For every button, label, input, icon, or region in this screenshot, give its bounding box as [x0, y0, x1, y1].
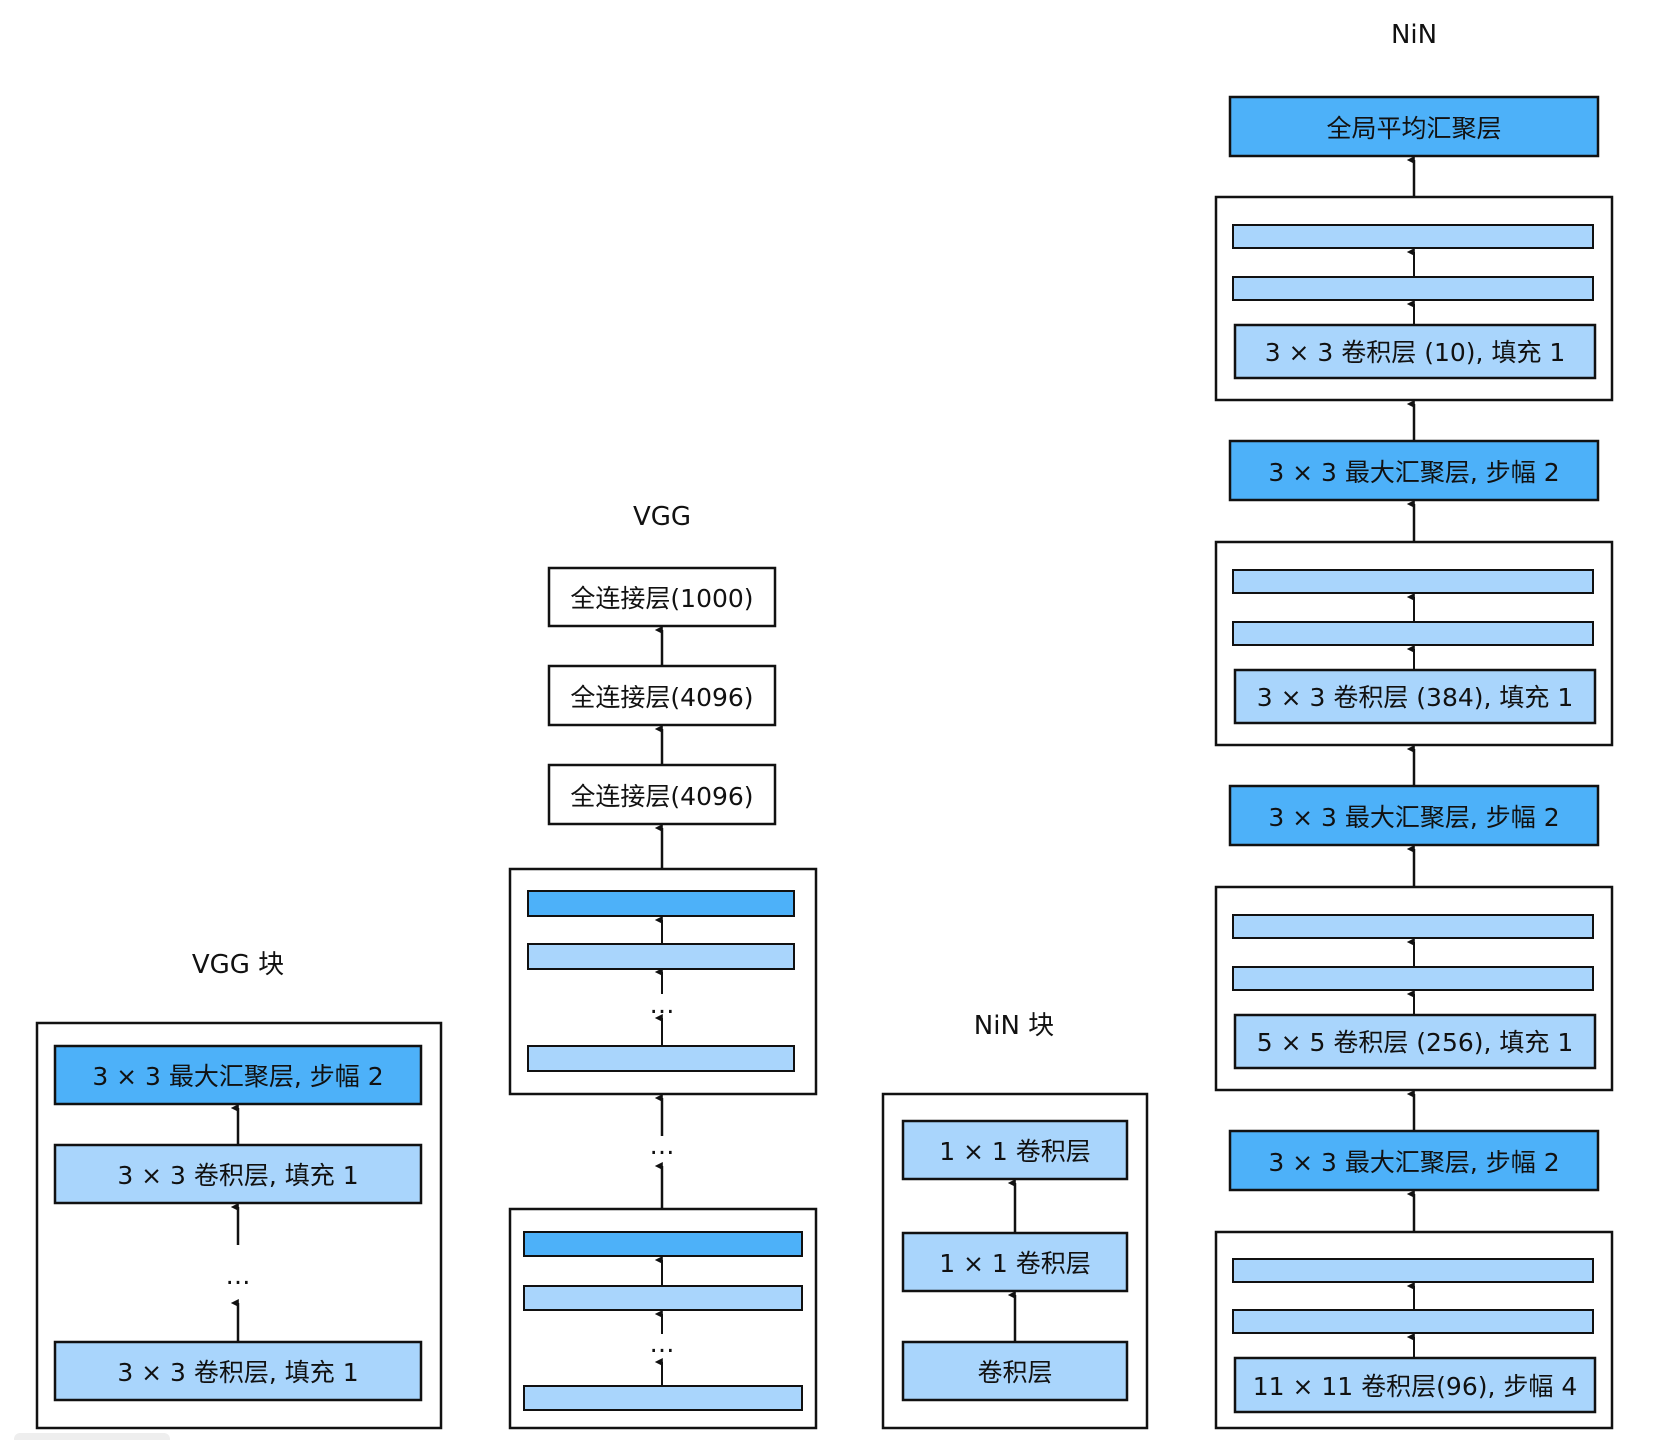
nin-block-1-conv1x1-mid	[1232, 1309, 1594, 1334]
nin-block-3-conv	[1233, 668, 1597, 725]
nin-maxpool-layer-c	[1228, 1129, 1600, 1192]
nin-block-conv1x1-label-top: 1 × 1 卷积层	[939, 1137, 1091, 1166]
nin-gap-layer	[1228, 95, 1600, 158]
vgg-block-title: VGG 块	[192, 950, 284, 980]
vgg-block-top-maxpool	[527, 890, 795, 917]
vgg-fc-4096-layer-a	[547, 664, 777, 727]
nin-block-1-conv	[1233, 1356, 1597, 1414]
vgg-title: VGG	[633, 502, 691, 532]
nin-block-3-conv1x1-mid	[1232, 621, 1594, 646]
nin-maxpool-label-a: 3 × 3 最大汇聚层, 步幅 2	[1268, 458, 1559, 487]
nin-block-2-conv1x1-top	[1232, 914, 1594, 939]
vgg-block-maxpool-layer	[53, 1044, 423, 1106]
nin-block-4-conv	[1233, 323, 1597, 380]
nin-maxpool-label-c: 3 × 3 最大汇聚层, 步幅 2	[1268, 1148, 1559, 1177]
nin-block-2-conv1x1-mid	[1232, 966, 1594, 991]
vgg-fc-4096-label-b: 全连接层(4096)	[570, 782, 753, 811]
nin-block-conv1x1-layer-top	[901, 1119, 1129, 1181]
vgg-ellipsis: …	[650, 1131, 675, 1160]
nin-block-conv1x1-layer-mid	[901, 1231, 1129, 1293]
nin-block-conv1x1-label-mid: 1 × 1 卷积层	[939, 1249, 1091, 1278]
nin-title: NiN	[1391, 20, 1437, 50]
vgg-block-bottom-conv	[523, 1285, 803, 1311]
bottom-tab-stub	[14, 1433, 170, 1440]
vgg-diagram: VGG 全连接层(1000) 全连接层(4096) 全连接层(4096) … ……	[508, 502, 818, 1430]
nin-conv-256-label: 5 × 5 卷积层 (256), 填充 1	[1257, 1028, 1574, 1057]
nin-block-2-conv	[1233, 1013, 1597, 1070]
nin-maxpool-label-b: 3 × 3 最大汇聚层, 步幅 2	[1268, 803, 1559, 832]
nin-block-3-conv1x1-top	[1232, 569, 1594, 594]
nin-block-conv-label: 卷积层	[977, 1358, 1052, 1387]
vgg-block-top-ellipsis: …	[650, 990, 675, 1019]
nin-block-4-conv1x1-top	[1232, 224, 1594, 249]
vgg-block-top-conv-bottom	[527, 1045, 795, 1072]
nin-gap-label: 全局平均汇聚层	[1326, 114, 1501, 143]
nin-block-diagram: NiN 块 1 × 1 卷积层 1 × 1 卷积层 卷积层	[881, 1011, 1149, 1430]
nin-conv-384-label: 3 × 3 卷积层 (384), 填充 1	[1257, 683, 1574, 712]
vgg-block-conv-label-bottom: 3 × 3 卷积层, 填充 1	[117, 1358, 358, 1387]
nin-block-1-conv1x1-top	[1232, 1258, 1594, 1283]
nin-block-4-conv1x1-mid	[1232, 276, 1594, 301]
vgg-block-maxpool-label: 3 × 3 最大汇聚层, 步幅 2	[92, 1062, 383, 1091]
vgg-fc-1000-label: 全连接层(1000)	[570, 584, 753, 613]
nin-maxpool-layer-b	[1228, 784, 1600, 847]
nin-diagram: NiN 全局平均汇聚层 3 × 3 卷积层 (10), 填充 1 3 × 3 最…	[1214, 20, 1614, 1430]
vgg-fc-4096-layer-b	[547, 763, 777, 826]
nin-block-conv-layer	[901, 1340, 1129, 1402]
nin-block-title: NiN 块	[974, 1011, 1054, 1041]
vgg-block-bottom-conv-bottom	[523, 1385, 803, 1411]
vgg-fc-4096-label-a: 全连接层(4096)	[570, 683, 753, 712]
nin-conv-10-label: 3 × 3 卷积层 (10), 填充 1	[1265, 338, 1566, 367]
vgg-block-diagram: VGG 块 3 × 3 最大汇聚层, 步幅 2 3 × 3 卷积层, 填充 1 …	[35, 950, 443, 1430]
vgg-block-conv-layer-bottom	[53, 1340, 423, 1402]
vgg-block-conv-label-top: 3 × 3 卷积层, 填充 1	[117, 1161, 358, 1190]
vgg-block-bottom-maxpool	[523, 1231, 803, 1257]
nin-conv-96-label: 11 × 11 卷积层(96), 步幅 4	[1253, 1372, 1577, 1401]
vgg-block-ellipsis: …	[226, 1261, 251, 1290]
vgg-block-bottom-ellipsis: …	[650, 1329, 675, 1358]
vgg-block-top-conv	[527, 943, 795, 970]
